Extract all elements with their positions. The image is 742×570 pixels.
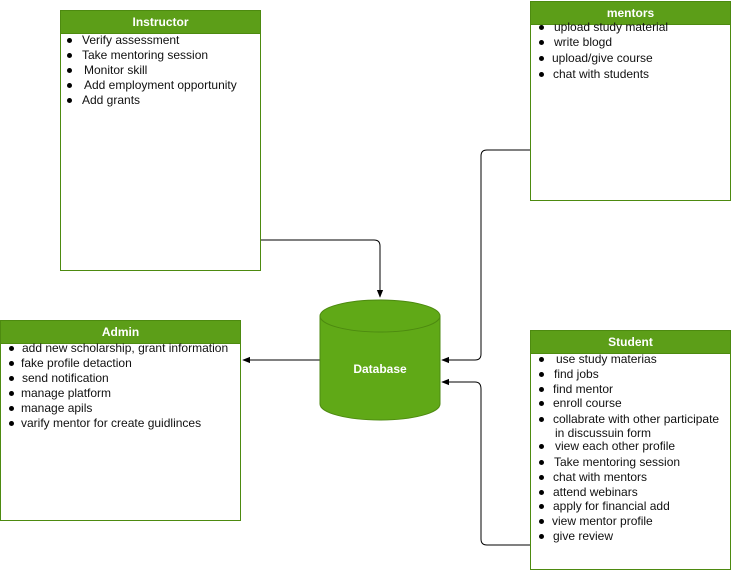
list-item: view each other profile (538, 439, 676, 453)
database-label: Database (353, 362, 407, 376)
list-item: chat with students (538, 67, 650, 81)
edge-student-database (441, 378, 530, 546)
list-item: in discussuin form (555, 426, 652, 440)
database-cylinder (319, 299, 441, 421)
list-item: Add grants (66, 93, 141, 107)
mentors-title: mentors (531, 2, 730, 25)
list-item: give review (538, 529, 614, 543)
list-item: manage platform (8, 386, 112, 400)
list-item: manage apils (8, 401, 93, 415)
list-item: find mentor (538, 382, 614, 396)
student-title: Student (531, 331, 730, 354)
edge-instructor-database (261, 239, 384, 298)
instructor-title: Instructor (61, 11, 260, 34)
list-item: Monitor skill (66, 63, 148, 77)
edge-mentors-database (441, 149, 530, 364)
list-item: use study materias (539, 352, 657, 366)
list-item: upload/give course (539, 51, 653, 65)
list-item: upload study material (538, 20, 669, 34)
list-item: add new scholarship, grant information (8, 341, 229, 355)
admin-title: Admin (1, 321, 240, 344)
list-item: send notification (9, 371, 109, 385)
list-item: Take mentoring session (66, 48, 209, 62)
list-item: find jobs (539, 367, 599, 381)
list-item: apply for financial add (539, 499, 670, 513)
list-item: Add employment opportunity (67, 78, 237, 92)
list-item: enroll course (539, 396, 622, 410)
list-item: chat with mentors (538, 470, 648, 484)
list-item: Verify assessment (66, 33, 180, 47)
list-item: write blogd (538, 35, 613, 49)
list-item: attend webinars (539, 485, 638, 499)
list-item: varify mentor for create guidlinces (8, 416, 202, 430)
list-item: collabrate with other participate (538, 412, 720, 426)
admin-box[interactable]: Admin add new scholarship, grant informa… (0, 320, 241, 521)
list-item: fake profile detaction (9, 356, 132, 370)
list-item: view mentor profile (539, 514, 653, 528)
list-item: Take mentoring session (538, 455, 681, 469)
